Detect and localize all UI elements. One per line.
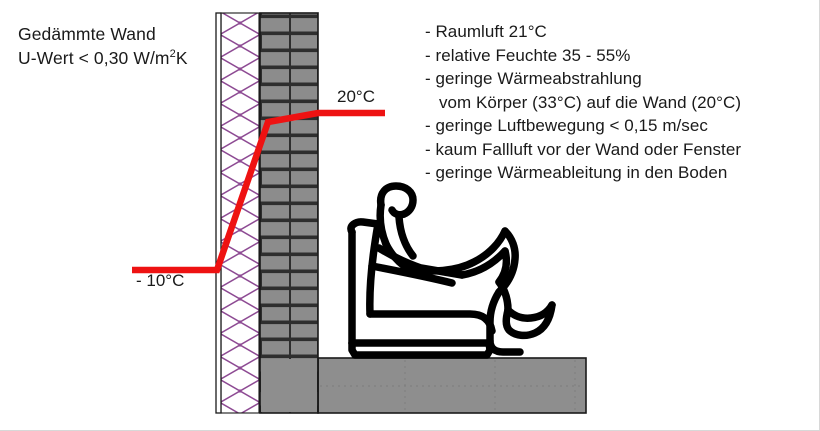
temperature-curve-line	[132, 109, 385, 274]
armchair-arm-top	[347, 218, 382, 236]
person-head	[376, 182, 417, 218]
list-item: - kaum Fallluft vor der Wand oder Fenste…	[425, 139, 742, 159]
uvalue-unit-suffix: K	[175, 48, 188, 69]
person-upper-leg-top	[406, 227, 509, 275]
seated-person	[375, 182, 556, 356]
person-lower-shoe	[486, 337, 524, 356]
list-item: - Raumluft 21°C	[425, 22, 547, 41]
brick-pattern-fill	[260, 13, 318, 413]
outer-render-outline	[215, 12, 222, 414]
list-item-continuation: vom Körper (33°C) auf die Wand (20°C)	[439, 92, 742, 112]
person-chest-line	[395, 213, 417, 260]
page-title: Gedämmte Wand U-Wert < 0,30 W/m2K	[18, 22, 248, 70]
person-lower-leg-back	[486, 288, 503, 345]
inside-temperature-label: 20°C	[337, 87, 375, 106]
person-knee-crossed	[495, 227, 519, 296]
armchair	[347, 218, 496, 359]
floor-slab-body	[317, 357, 587, 414]
uvalue-text: U-Wert < 0,30 W/m	[18, 48, 170, 69]
title-line-wall: Gedämmte Wand	[18, 24, 156, 44]
person-neck-back	[376, 201, 390, 248]
list-item: - geringe Wärmeableitung in den Boden	[425, 163, 728, 182]
masonry-outline	[259, 12, 319, 414]
floor-slab	[317, 357, 587, 414]
temperature-curve	[132, 109, 385, 274]
masonry-floor-junction	[261, 359, 317, 412]
armchair-arm-inner	[366, 220, 382, 318]
person-upper-shoe-sole	[502, 301, 556, 340]
uvalue-superscript: 2	[169, 48, 176, 61]
wall-layer-masonry	[259, 12, 319, 414]
list-item: - relative Feuchte 35 - 55%	[425, 45, 631, 65]
armchair-seat-front	[366, 310, 496, 335]
outside-temperature-label: - 10°C	[136, 271, 185, 290]
comfort-criteria-list: - Raumluft 21°C - relative Feuchte 35 - …	[425, 20, 815, 185]
person-in-armchair	[347, 182, 556, 359]
list-item: - geringe Luftbewegung < 0,15 m/sec	[425, 116, 708, 135]
floor-slab-dotted-guides	[320, 360, 584, 411]
list-item: - geringe Wärmeabstrahlung	[425, 69, 642, 88]
wall-layer-outer-render	[215, 12, 222, 414]
title-line-uvalue: U-Wert < 0,30 W/m2K	[18, 46, 248, 70]
